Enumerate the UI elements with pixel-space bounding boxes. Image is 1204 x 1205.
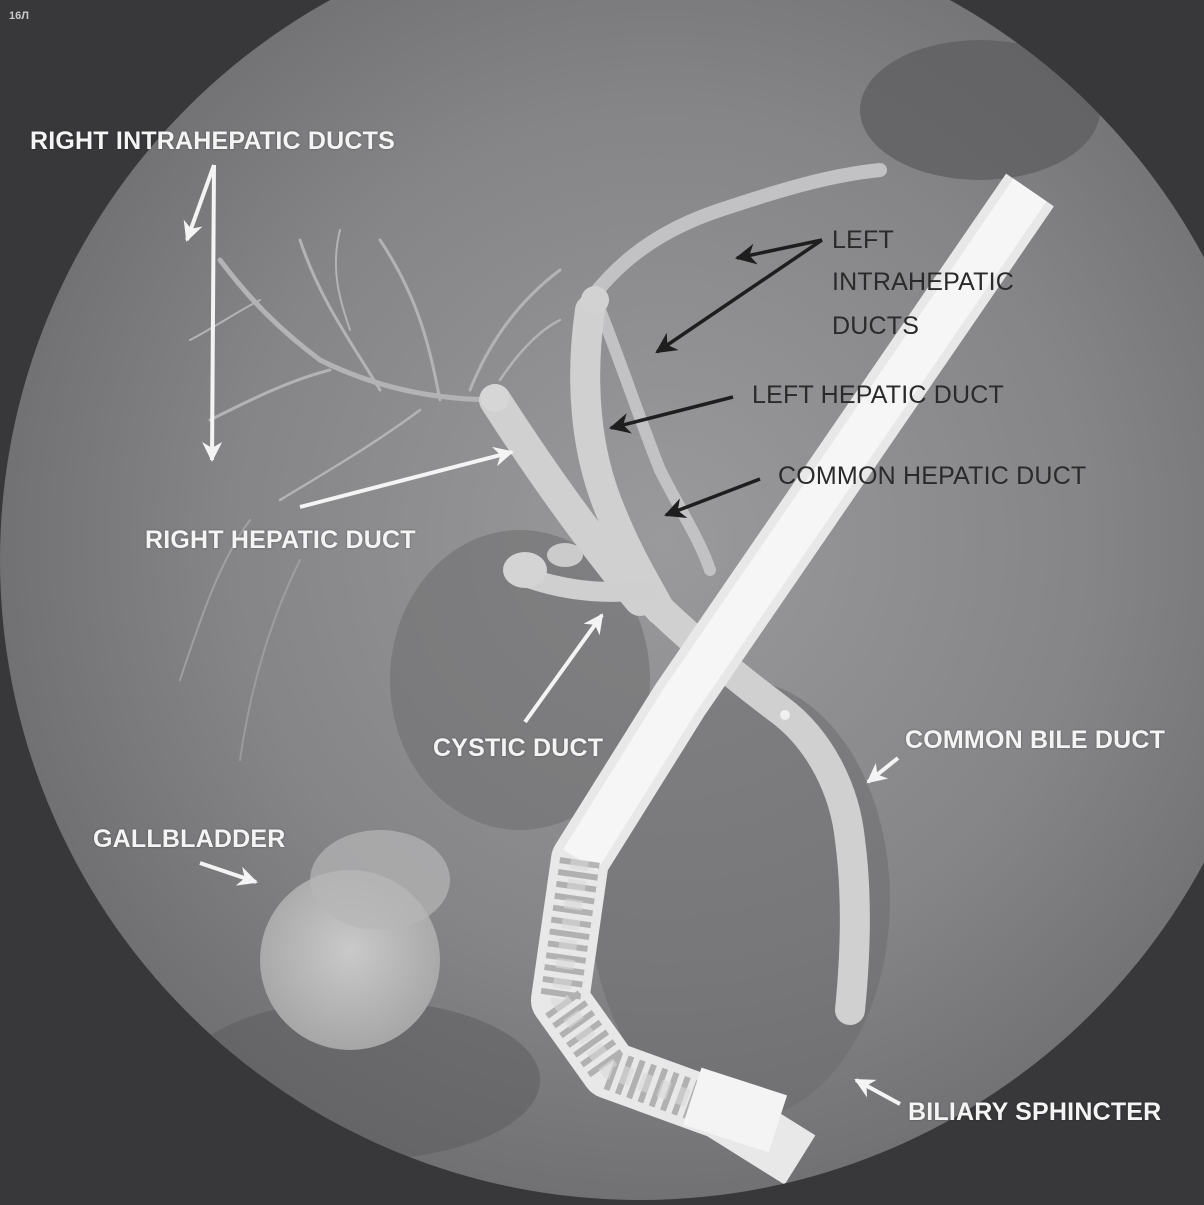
label-cystic-duct: CYSTIC DUCT [433, 734, 604, 762]
label-right-hepatic-duct: RIGHT HEPATIC DUCT [145, 526, 416, 554]
label-biliary-sphincter: BILIARY SPHINCTER [908, 1098, 1162, 1126]
arrow-cystic-duct [523, 613, 604, 724]
label-left-intrahepatic-ducts-1: LEFT [832, 226, 894, 254]
arrow-left-hepatic-duct [608, 395, 734, 434]
arrow-left-intrahepatic-2 [655, 238, 823, 354]
arrow-common-hepatic-duct [664, 477, 761, 519]
label-common-bile-duct: COMMON BILE DUCT [905, 726, 1166, 754]
figure-id: 16Л [9, 10, 29, 22]
left-intrahepatic-ducts [583, 163, 887, 576]
endoscope [531, 173, 1054, 1185]
arrow-left-intrahepatic-1 [734, 238, 823, 265]
arrow-gallbladder [199, 861, 258, 886]
cystic-duct [503, 543, 655, 602]
arrow-common-bile-duct [866, 756, 900, 784]
white-arrows [183, 164, 901, 1106]
label-left-hepatic-duct: LEFT HEPATIC DUCT [752, 381, 1005, 409]
right-intrahepatic-ducts [179, 229, 562, 761]
arrow-right-intrahepatic-left [183, 164, 216, 242]
label-common-hepatic-duct: COMMON HEPATIC DUCT [778, 462, 1087, 490]
arrow-right-hepatic-duct [299, 446, 514, 509]
label-left-intrahepatic-ducts-3: DUCTS [832, 312, 920, 340]
black-arrows [608, 238, 823, 519]
arrow-right-intrahepatic-down [202, 164, 223, 462]
label-left-intrahepatic-ducts-2: INTRAHEPATIC [832, 268, 1015, 296]
label-right-intrahepatic-ducts: RIGHT INTRAHEPATIC DUCTS [30, 127, 395, 155]
label-gallbladder: GALLBLADDER [93, 825, 286, 853]
arrow-biliary-sphincter [854, 1078, 901, 1106]
